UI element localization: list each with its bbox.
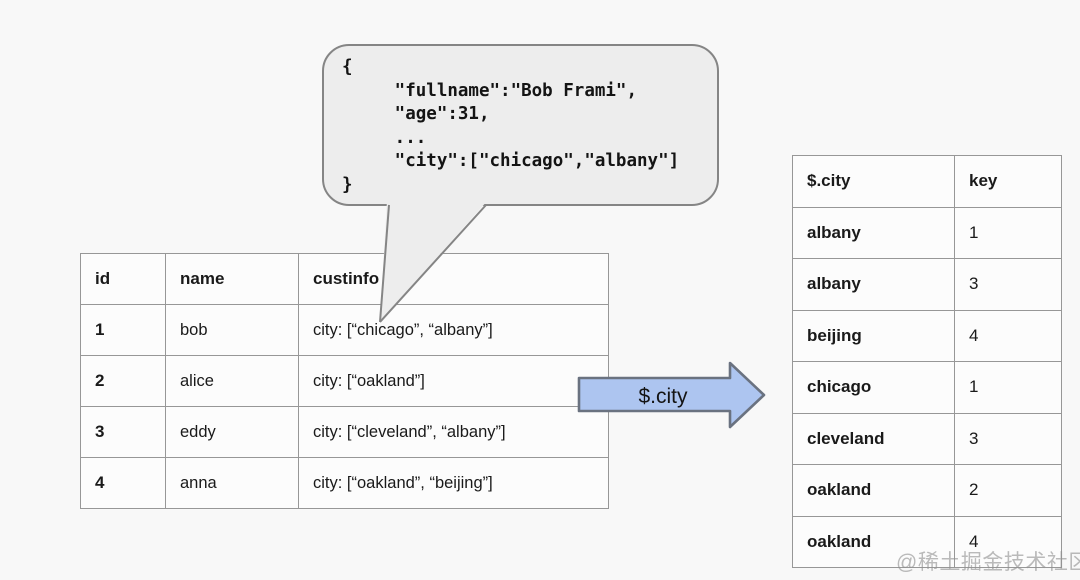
table-cell: 3 xyxy=(954,258,1062,311)
table-cell: alice xyxy=(165,355,299,407)
table-cell: 2 xyxy=(80,355,166,407)
table-cell: chicago xyxy=(792,361,955,414)
table-cell: oakland xyxy=(792,515,955,568)
table-cell: 1 xyxy=(954,361,1062,414)
table-cell: oakland xyxy=(792,464,955,517)
column-header: key xyxy=(954,155,1062,208)
table-cell: 2 xyxy=(954,464,1062,517)
table-cell: 4 xyxy=(954,309,1062,362)
table-cell: 3 xyxy=(954,412,1062,465)
column-header: $.city xyxy=(792,155,955,208)
table-cell: anna xyxy=(165,457,299,509)
table-cell: 4 xyxy=(954,515,1062,568)
table-cell: city: [“chicago”, “albany”] xyxy=(298,304,609,356)
table-cell: cleveland xyxy=(792,412,955,465)
column-header: name xyxy=(165,253,299,305)
json-snippet: { "fullname":"Bob Frami", "age":31, ... … xyxy=(342,57,680,195)
column-header: custinfo xyxy=(298,253,609,305)
table-cell: 4 xyxy=(80,457,166,509)
table-cell: eddy xyxy=(165,406,299,458)
table-cell: albany xyxy=(792,258,955,311)
table-cell: beijing xyxy=(792,309,955,362)
arrow-shape xyxy=(577,361,766,429)
table-cell: 1 xyxy=(954,206,1062,259)
table-cell: bob xyxy=(165,304,299,356)
arrow-label: $.city xyxy=(638,385,688,408)
table-cell: 1 xyxy=(80,304,166,356)
table-cell: 3 xyxy=(80,406,166,458)
column-header: id xyxy=(80,253,166,305)
table-cell: city: [“oakland”] xyxy=(298,355,609,407)
table-cell: city: [“oakland”, “beijing”] xyxy=(298,457,609,509)
watermark: @稀土掘金技术社区 xyxy=(896,551,1080,574)
table-cell: city: [“cleveland”, “albany”] xyxy=(298,406,609,458)
table-cell: albany xyxy=(792,206,955,259)
transform-arrow: $.city xyxy=(577,361,766,429)
